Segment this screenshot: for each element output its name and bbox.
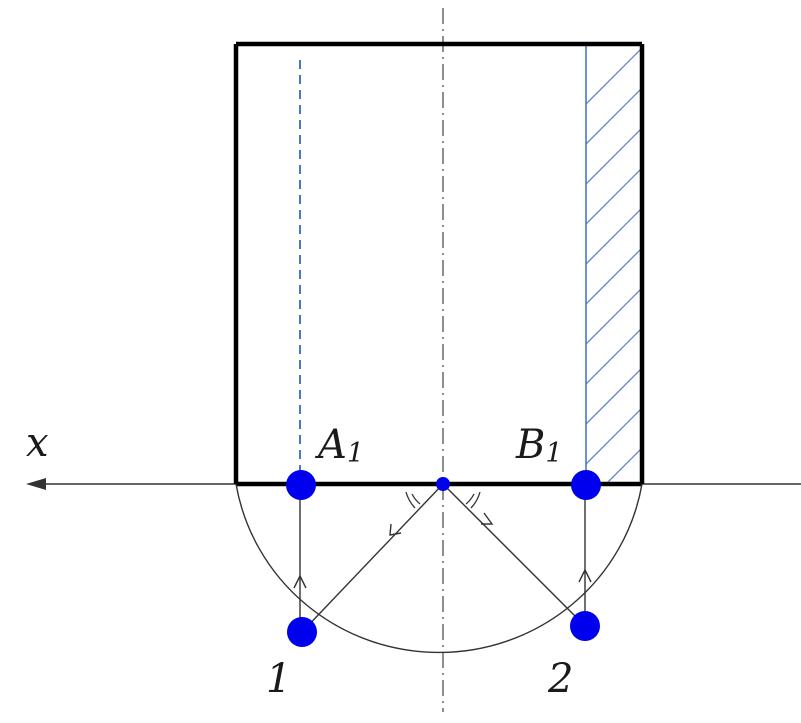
point-b1-label: B1 xyxy=(515,422,563,469)
semicircle-arc xyxy=(235,483,643,654)
point-a1-letter: A xyxy=(314,422,347,468)
ray-to-point-1 xyxy=(301,483,444,633)
axis-x-label: x xyxy=(26,420,49,466)
ray-2-arrow xyxy=(481,512,494,525)
point-1-marker xyxy=(287,617,317,647)
angle-marks xyxy=(405,491,481,509)
up-arrow-1 xyxy=(293,574,307,589)
hatched-region xyxy=(586,48,641,484)
ray-1-arrow xyxy=(389,523,402,536)
point-b1-subscript: 1 xyxy=(545,438,562,469)
point-b1-letter: B xyxy=(515,422,545,468)
point-a1-subscript: 1 xyxy=(347,438,364,469)
point-2-marker xyxy=(570,611,600,641)
point-a1-label: A1 xyxy=(314,422,364,469)
rectangle-outline xyxy=(233,41,645,487)
point-b1-marker xyxy=(571,470,601,500)
point-1-label: 1 xyxy=(266,656,291,702)
point-2-label: 2 xyxy=(547,656,573,702)
up-arrow-2 xyxy=(578,568,592,583)
ray-to-point-2 xyxy=(442,483,586,627)
point-a1-marker xyxy=(286,470,316,500)
x-axis-arrowhead xyxy=(26,478,46,490)
center-point-marker xyxy=(436,477,450,491)
